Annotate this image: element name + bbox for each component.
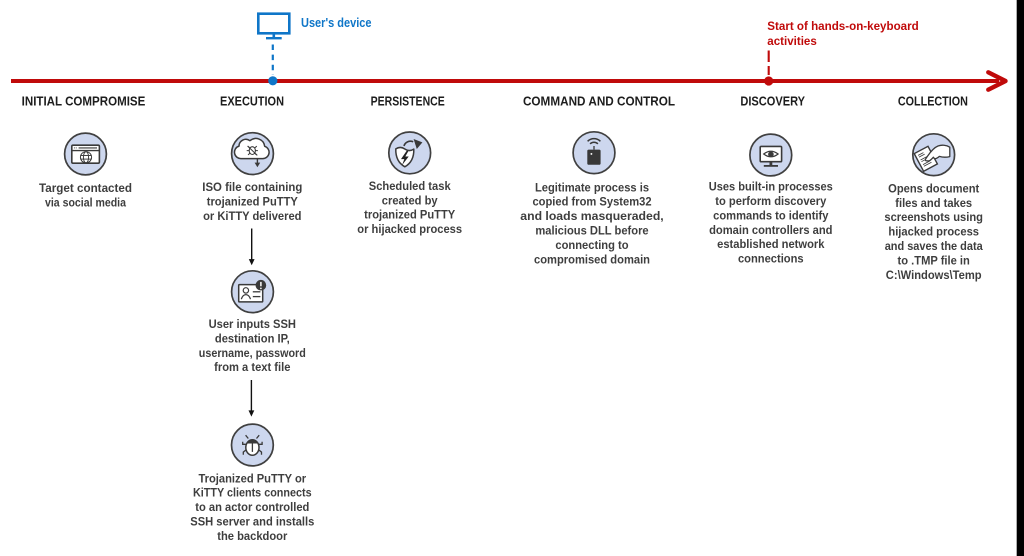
svg-text:from a text file: from a text file [214,360,291,374]
svg-text:User inputs SSH: User inputs SSH [209,317,296,331]
svg-text:established network: established network [717,237,825,251]
svg-text:screenshots using: screenshots using [884,210,983,224]
svg-text:malicious DLL before: malicious DLL before [535,224,649,238]
svg-text:username, password: username, password [199,346,306,360]
svg-text:INITIAL COMPROMISE: INITIAL COMPROMISE [22,94,146,108]
svg-text:trojanized PuTTY: trojanized PuTTY [207,194,298,208]
svg-text:KiTTY clients connects: KiTTY clients connects [193,486,312,500]
svg-text:activities: activities [767,34,817,48]
svg-text:or hijacked process: or hijacked process [357,222,462,236]
svg-text:files and takes: files and takes [895,196,972,210]
svg-text:to perform discovery: to perform discovery [715,194,826,208]
svg-text:Start of hands-on-keyboard: Start of hands-on-keyboard [767,19,918,33]
svg-text:Trojanized PuTTY or: Trojanized PuTTY or [198,471,306,485]
svg-text:to an actor controlled: to an actor controlled [195,500,309,514]
svg-text:COLLECTION: COLLECTION [898,94,968,108]
svg-text:Target contacted: Target contacted [39,181,132,195]
svg-text:Opens document: Opens document [888,181,979,195]
svg-text:the backdoor: the backdoor [217,529,287,543]
svg-text:PERSISTENCE: PERSISTENCE [371,94,445,108]
svg-text:to .TMP file in: to .TMP file in [898,253,970,267]
svg-text:destination IP,: destination IP, [215,331,290,345]
svg-text:trojanized PuTTY: trojanized PuTTY [364,208,455,222]
svg-text:connecting to: connecting to [555,238,628,252]
svg-text:ISO file containing: ISO file containing [202,180,302,194]
svg-text:created by: created by [382,193,438,207]
svg-text:COMMAND AND CONTROL: COMMAND AND CONTROL [523,94,675,108]
svg-text:commands to identify: commands to identify [713,208,829,222]
svg-text:EXECUTION: EXECUTION [220,94,284,108]
svg-text:SSH server and installs: SSH server and installs [190,515,314,529]
svg-text:domain controllers and: domain controllers and [709,223,832,237]
svg-text:and saves the data: and saves the data [885,239,983,253]
svg-text:Legitimate process is: Legitimate process is [535,180,649,194]
svg-text:Scheduled task: Scheduled task [369,179,451,193]
svg-text:DISCOVERY: DISCOVERY [740,94,805,108]
svg-text:C:\Windows\Temp: C:\Windows\Temp [886,268,982,282]
svg-text:and loads masqueraded,: and loads masqueraded, [520,209,663,223]
svg-text:hijacked process: hijacked process [888,225,979,239]
svg-text:or KiTTY delivered: or KiTTY delivered [203,209,301,223]
svg-text:compromised domain: compromised domain [534,252,650,266]
svg-text:copied from System32: copied from System32 [532,195,651,209]
svg-text:User's device: User's device [301,16,372,30]
svg-text:via social media: via social media [45,196,126,210]
svg-text:connections: connections [738,252,804,266]
svg-text:Uses built-in processes: Uses built-in processes [709,180,833,194]
